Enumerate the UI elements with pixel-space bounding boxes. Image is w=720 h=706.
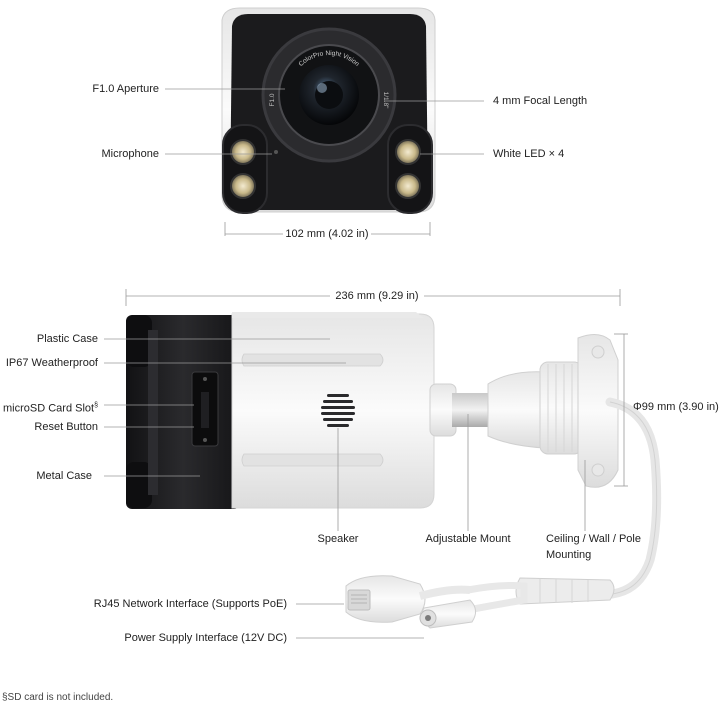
length-dimension-label: 236 mm (9.29 in) bbox=[335, 290, 419, 302]
white-led bbox=[230, 139, 256, 165]
led-pod-right bbox=[387, 124, 433, 214]
side-leader-lines bbox=[104, 333, 628, 639]
white-led bbox=[230, 173, 256, 199]
white-led bbox=[395, 173, 421, 199]
footnote: §SD card is not included. bbox=[2, 692, 114, 703]
rj45-connector bbox=[345, 575, 471, 623]
lens-right-text: 1/1.8" bbox=[382, 92, 389, 109]
white-led-label: White LED × 4 bbox=[493, 148, 565, 160]
reset-button-label: Reset Button bbox=[34, 421, 98, 433]
speaker-grille bbox=[321, 394, 355, 427]
microsd-label-text: microSD Card Slot bbox=[3, 402, 95, 415]
aperture-label: F1.0 Aperture bbox=[92, 83, 159, 95]
white-led bbox=[395, 139, 421, 165]
mount-base bbox=[577, 334, 619, 488]
reset-button bbox=[203, 377, 207, 381]
focal-length-label: 4 mm Focal Length bbox=[493, 95, 588, 107]
microphone-label: Microphone bbox=[101, 148, 159, 160]
microsd-label: microSD Card Slot§ bbox=[0, 399, 98, 416]
metal-case-label: Metal Case bbox=[36, 470, 92, 482]
power-supply-label: Power Supply Interface (12V DC) bbox=[124, 632, 287, 644]
speaker-label: Speaker bbox=[317, 533, 359, 545]
weatherproof-label: IP67 Weatherproof bbox=[5, 357, 98, 369]
ceiling-mounting-label-line2: Mounting bbox=[546, 549, 592, 561]
front-leader-lines bbox=[165, 88, 484, 236]
plastic-case-label: Plastic Case bbox=[36, 333, 98, 345]
ceiling-mounting-label-line1: Ceiling / Wall / Pole bbox=[546, 533, 641, 545]
pigtail-connector bbox=[467, 577, 615, 614]
plastic-case bbox=[231, 312, 435, 509]
length-dimension bbox=[125, 289, 621, 306]
microsd-footnote-mark: § bbox=[94, 402, 98, 409]
front-view-camera bbox=[221, 7, 436, 214]
adjustable-mount bbox=[429, 334, 619, 488]
dc-power-connector bbox=[419, 599, 476, 629]
mount-diameter-label: Φ99 mm (3.90 in) bbox=[633, 401, 719, 413]
led-pod-left bbox=[222, 124, 268, 214]
metal-case bbox=[126, 315, 240, 509]
lens-left-text: F1.0 bbox=[269, 93, 276, 106]
front-width-dimension: 102 mm (4.02 in) bbox=[285, 228, 369, 240]
rj45-label: RJ45 Network Interface (Supports PoE) bbox=[93, 598, 287, 610]
microphone-hole bbox=[274, 150, 278, 154]
adjustable-mount-label: Adjustable Mount bbox=[425, 533, 511, 545]
